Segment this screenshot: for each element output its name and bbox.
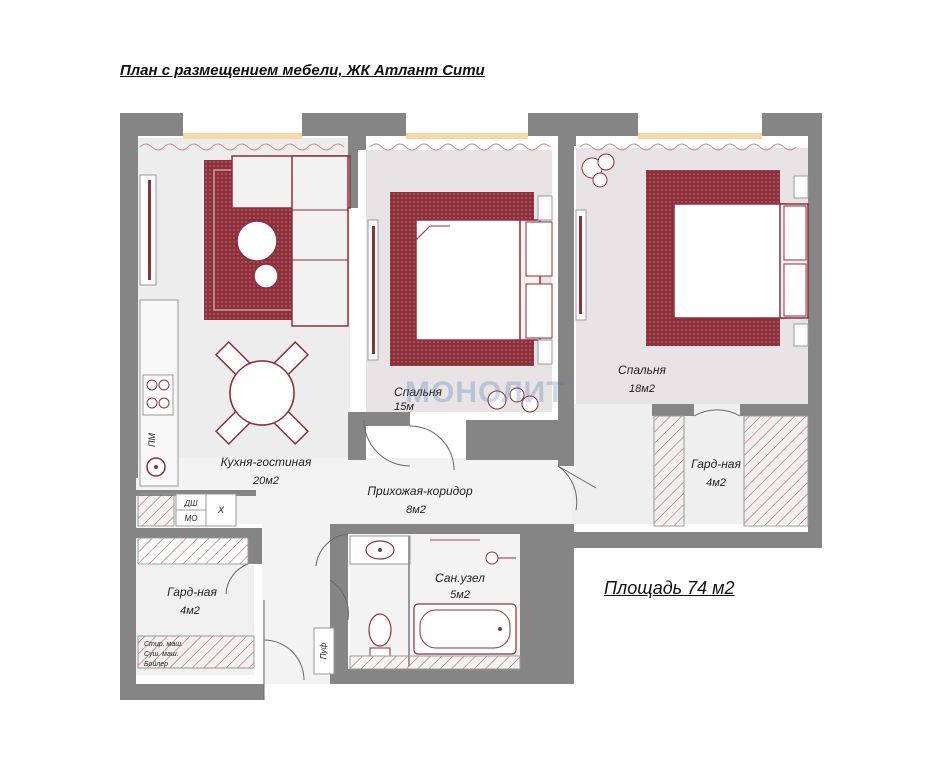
sofa-corner: [291, 155, 349, 327]
bed1: [415, 219, 525, 341]
wall-right-mid: [808, 240, 822, 422]
door-swing-bed1: [409, 425, 455, 471]
storage-line-1: Стир. маш.: [144, 641, 183, 648]
storage-line-3: Бойлер: [144, 660, 168, 668]
wall-bathroom-right: [520, 534, 554, 669]
bedroom1-furniture: [367, 143, 553, 471]
kitchen-furniture: ПМ: [139, 143, 351, 487]
mo-label: МО: [185, 514, 198, 523]
nightstand-1b: [525, 283, 553, 339]
window-3: [638, 133, 762, 139]
dsh-label: ДШ: [184, 499, 199, 508]
wall-partition-top: [348, 136, 366, 150]
shower: [485, 551, 499, 565]
wardrobe-left-name: Гард-ная: [167, 585, 217, 599]
hallway-details: Пуф: [225, 419, 597, 700]
hallway-area: 8м2: [406, 504, 426, 516]
bathroom-fixtures: [329, 535, 521, 670]
wall-top-pier-2: [528, 113, 638, 136]
wardrobe-left-appliances: [137, 635, 255, 669]
wall-right-top: [808, 113, 822, 240]
pouf: [313, 627, 335, 675]
kitchen-storage: ДШ МО Х: [137, 493, 237, 527]
bed2: [673, 203, 787, 319]
bedroom2-area: 18м2: [629, 383, 655, 395]
wall-wardrobe-left-right: [248, 538, 262, 564]
kitchen-area: 20м2: [252, 475, 279, 487]
total-area: Площадь 74 м2: [604, 578, 735, 598]
wardrobe-right-area: 4м2: [706, 477, 726, 489]
wardrobe-left: Стир. маш. Суш. маш. Бойлер: [137, 537, 255, 669]
storage-hatch: [137, 493, 175, 527]
watermark: МОНОЛИТ: [405, 376, 566, 409]
wall-top-pier-1: [302, 113, 406, 136]
toilet: [368, 613, 392, 647]
wall-bottom-left: [120, 684, 264, 700]
fridge-label: Х: [217, 505, 225, 515]
storage-line-2: Суш. маш.: [144, 651, 179, 658]
wall-wardrobe-left-top: [136, 528, 262, 538]
coffee-table: [236, 220, 278, 262]
wall-bottom-right: [572, 532, 778, 548]
wardrobe-left-shelf: [137, 537, 249, 565]
wall-left-mid: [120, 478, 136, 528]
windows: [183, 133, 762, 139]
bedroom1-area: 15м: [394, 401, 414, 413]
bedroom1-name: Спальня: [394, 385, 442, 399]
dishwasher-label: ПМ: [147, 432, 157, 447]
bathroom-area: 5м2: [450, 589, 470, 601]
walls: [120, 113, 822, 700]
wall-top-pier-3: [762, 113, 822, 136]
wardrobe-right: [653, 415, 809, 527]
wardrobe-right-shelf-1: [653, 415, 685, 527]
wall-partition-1-low: [348, 412, 366, 460]
room-labels: Кухня-гостиная 20м2 Спальня 15м Спальня …: [167, 363, 741, 617]
plant-1: [487, 390, 507, 410]
window-2: [406, 133, 528, 139]
wall-bathroom-bottom: [330, 669, 574, 684]
door-swing-wardrobe: [693, 409, 741, 417]
wall-partition-2: [558, 146, 574, 466]
wall-partition-1: [348, 150, 358, 208]
wardrobe-right-shelf-2: [743, 415, 809, 527]
pouf-label: Пуф: [319, 642, 328, 659]
curtain-kitchen: [139, 143, 345, 151]
bathroom-name: Сан.узел: [435, 571, 485, 585]
nightstand-1a: [525, 221, 553, 277]
wall-hallway-bottom: [330, 524, 574, 534]
wall-partition-2-top: [558, 136, 576, 146]
bathroom-shelf: [349, 655, 521, 670]
wall-bed1-bottom: [366, 412, 410, 426]
wall-bed2-left: [652, 404, 694, 416]
wall-bathroom-right-outer: [554, 534, 574, 684]
wall-bed1-closet: [466, 420, 558, 460]
wall-kitchen-bottom: [132, 490, 256, 496]
wall-left-bottom: [120, 528, 136, 700]
side-table: [253, 263, 279, 289]
plan-title: План с размещением мебели, ЖК Атлант Сит…: [120, 62, 485, 79]
hallway-name: Прихожая-коридор: [367, 484, 473, 498]
wardrobe-left-area: 4м2: [180, 605, 200, 617]
hob: [142, 374, 174, 416]
wall-bed2-right: [740, 404, 808, 416]
wall-right-angle: [774, 422, 822, 548]
bedroom2-name: Спальня: [618, 363, 666, 377]
kitchen-name: Кухня-гостиная: [221, 455, 312, 469]
wardrobe-right-name: Гард-ная: [691, 457, 741, 471]
wall-left-top: [120, 113, 183, 478]
window-1: [183, 133, 302, 139]
bedroom2-furniture: [575, 143, 809, 417]
